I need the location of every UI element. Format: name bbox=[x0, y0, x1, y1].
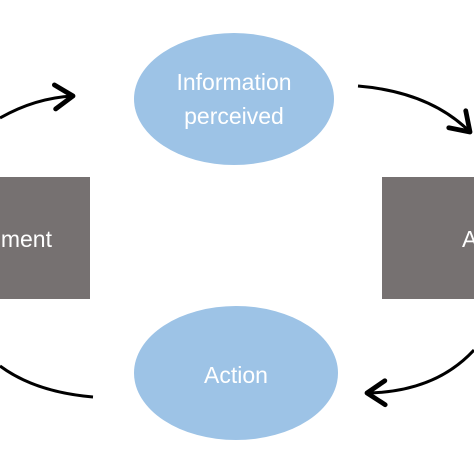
arrow-action-to-left bbox=[0, 364, 94, 399]
arrow-info-to-right bbox=[357, 84, 473, 135]
right-box bbox=[382, 177, 474, 299]
left-box-label: ment bbox=[1, 226, 53, 252]
action-label: Action bbox=[204, 362, 268, 388]
action-ellipse bbox=[134, 306, 338, 440]
arrow-left-to-info bbox=[0, 82, 76, 120]
left-box bbox=[0, 177, 90, 299]
information-perceived-line1: Information bbox=[176, 69, 291, 95]
right-box-label: A bbox=[462, 226, 474, 252]
information-perceived-line2: perceived bbox=[184, 103, 284, 129]
information-perceived-ellipse bbox=[134, 33, 334, 165]
arrow-right-to-action bbox=[364, 348, 474, 408]
